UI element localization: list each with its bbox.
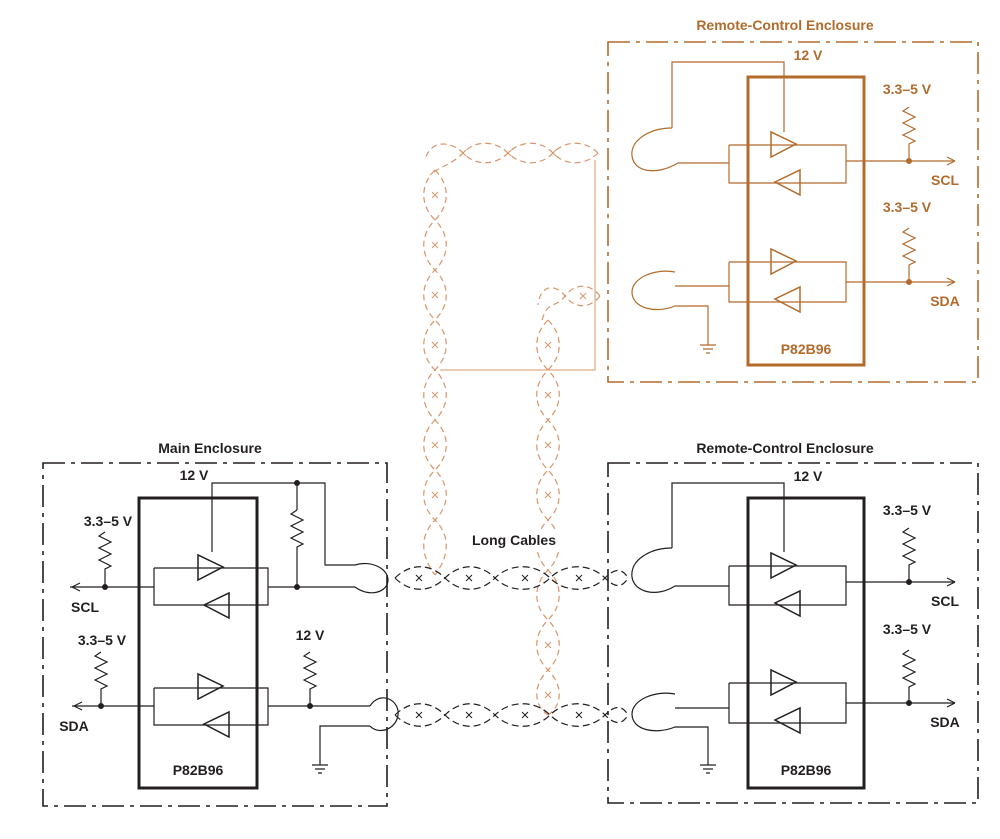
main-sda-label: SDA bbox=[59, 718, 89, 734]
junction-dot bbox=[98, 703, 104, 709]
cable-label-backdrop bbox=[456, 530, 574, 550]
main-sda-pullup-resistor bbox=[93, 651, 109, 706]
remote-top-sda-pullup-resistor bbox=[901, 227, 917, 282]
remote-bottom-scl-label: SCL bbox=[931, 593, 959, 609]
main-ground-icon bbox=[312, 764, 328, 774]
remote-bottom-sda-connector-loop bbox=[631, 692, 709, 765]
remote-top-scl-pullup-label: 3.3–5 V bbox=[883, 81, 932, 97]
remote-top-enclosure bbox=[607, 41, 979, 383]
remote-top-enclosure-border bbox=[607, 41, 979, 383]
main-enclosure-labels: Main Enclosure 12 V 12 V 3.3–5 V 3.3–5 V… bbox=[59, 440, 325, 778]
cable-bottom-sda bbox=[394, 703, 629, 727]
remote-top-scl-label: SCL bbox=[931, 172, 959, 188]
remote-bottom-sda-pullup-resistor bbox=[901, 649, 917, 703]
main-scl-buffer-out bbox=[197, 553, 225, 582]
remote-bottom-scl-pullup-resistor bbox=[901, 527, 917, 582]
remote-bottom-sda-buffer-in bbox=[773, 706, 801, 735]
cable-vertical-right bbox=[536, 319, 560, 716]
main-chip-label: P82B96 bbox=[173, 762, 224, 778]
main-sda-buffer-in bbox=[202, 710, 230, 739]
main-scl-pullup-label: 3.3–5 V bbox=[84, 513, 133, 529]
main-supply-right-label: 12 V bbox=[296, 627, 325, 643]
remote-bottom-sda-label: SDA bbox=[930, 714, 960, 730]
remote-bottom-chip-body bbox=[746, 496, 866, 790]
remote-bottom-labels: Remote-Control Enclosure 12 V 3.3–5 V 3.… bbox=[696, 440, 959, 778]
junction-dot bbox=[906, 579, 912, 585]
main-sda-connector-loop bbox=[369, 697, 399, 732]
junction-dot bbox=[294, 584, 300, 590]
remote-bottom-chip-label: P82B96 bbox=[781, 762, 832, 778]
remote-bottom-scl-arrow bbox=[946, 577, 956, 587]
junction-dot bbox=[906, 279, 912, 285]
main-scl-pullup-resistor bbox=[97, 531, 113, 587]
main-sda-pullup-label: 3.3–5 V bbox=[78, 632, 127, 648]
cable-feed-line bbox=[440, 160, 596, 371]
remote-top-sda-buffer-in bbox=[773, 285, 801, 314]
remote-top-scl-pullup-resistor bbox=[901, 106, 917, 161]
main-pullup-resistor-12v bbox=[289, 509, 305, 560]
long-cables bbox=[394, 142, 629, 727]
remote-bottom-enclosure-border bbox=[607, 462, 979, 804]
main-chip-body bbox=[137, 496, 259, 790]
cable-vertical-left bbox=[423, 169, 447, 576]
remote-top-scl-buffer-out bbox=[770, 130, 798, 159]
remote-bottom-scl-connector-loop bbox=[631, 547, 676, 593]
remote-top-sda-label: SDA bbox=[930, 293, 960, 309]
remote-top-ground-icon bbox=[700, 344, 716, 354]
remote-top-chip-body bbox=[746, 75, 866, 367]
main-scl-connector-loop bbox=[354, 562, 389, 594]
main-supply-top-label: 12 V bbox=[180, 467, 209, 483]
remote-bottom-enclosure bbox=[607, 462, 979, 804]
main-enclosure bbox=[42, 462, 399, 807]
main-sda-12v-resistor bbox=[302, 651, 318, 706]
main-sda-arrow bbox=[73, 701, 83, 711]
remote-top-labels: Remote-Control Enclosure 12 V 3.3–5 V 3.… bbox=[696, 17, 959, 357]
remote-top-sda-arrow bbox=[946, 277, 956, 287]
remote-bottom-sda-buffer-out bbox=[770, 668, 798, 697]
cable-top-sda bbox=[537, 285, 601, 321]
main-enclosure-title: Main Enclosure bbox=[158, 440, 262, 456]
main-sda-buffer-out bbox=[197, 672, 225, 701]
remote-top-scl-connector-loop bbox=[631, 127, 679, 172]
remote-bottom-scl-pullup-label: 3.3–5 V bbox=[883, 502, 932, 518]
remote-bottom-ground-icon bbox=[700, 764, 716, 774]
remote-bottom-scl-buffer-out bbox=[770, 551, 798, 580]
junction-dot bbox=[307, 703, 313, 709]
main-scl-arrow bbox=[71, 582, 81, 592]
remote-top-sda-buffer-out bbox=[770, 247, 798, 276]
remote-top-scl-buffer-in bbox=[773, 168, 801, 197]
main-scl-buffer-in bbox=[202, 591, 230, 620]
long-cables-label: Long Cables bbox=[472, 532, 556, 548]
main-scl-label: SCL bbox=[71, 599, 99, 615]
main-enclosure-border bbox=[42, 462, 388, 807]
cable-bottom-scl bbox=[394, 566, 629, 590]
junction-dot bbox=[102, 584, 108, 590]
remote-bottom-sda-pullup-label: 3.3–5 V bbox=[883, 621, 932, 637]
junction-dot bbox=[294, 480, 300, 486]
remote-top-sda-connector-loop bbox=[631, 270, 709, 345]
junction-dot bbox=[906, 700, 912, 706]
remote-top-chip-label: P82B96 bbox=[781, 341, 832, 357]
remote-bottom-sda-arrow bbox=[946, 698, 956, 708]
cable-cross-marks bbox=[415, 149, 587, 719]
remote-top-supply-label: 12 V bbox=[794, 47, 823, 63]
remote-bottom-scl-buffer-in bbox=[773, 589, 801, 618]
remote-bottom-enclosure-title: Remote-Control Enclosure bbox=[696, 440, 874, 456]
cable-top-scl bbox=[424, 142, 599, 176]
junction-dot bbox=[906, 158, 912, 164]
remote-bottom-supply-label: 12 V bbox=[794, 468, 823, 484]
remote-top-sda-pullup-label: 3.3–5 V bbox=[883, 199, 932, 215]
remote-top-scl-arrow bbox=[946, 156, 956, 166]
remote-top-enclosure-title: Remote-Control Enclosure bbox=[696, 17, 874, 33]
